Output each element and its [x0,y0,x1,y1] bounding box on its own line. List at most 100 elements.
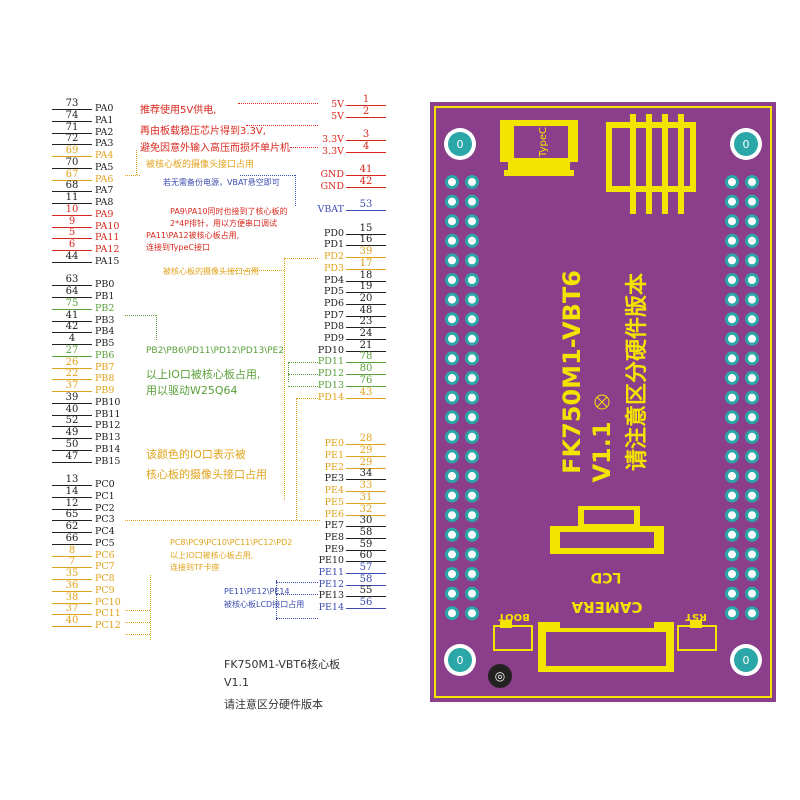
header-pad [725,606,739,621]
pin-number: 21 [359,339,373,351]
header-pad [745,449,759,464]
header-pad [745,253,759,268]
header-pad [465,253,479,268]
pin-name: PE6 [324,508,344,520]
pin-name: PE8 [324,531,344,543]
pin-name: PC7 [95,561,115,573]
header-pad [445,567,459,581]
pin-number: 19 [359,281,373,293]
pin-name: PD0 [323,227,344,239]
pin-name: PB2 [95,302,115,314]
pin-number: 36 [65,579,79,591]
header-pad [745,469,759,483]
pin-number: 73 [65,98,79,109]
pin-number: 55 [359,585,373,597]
pin-name: PC3 [95,514,115,526]
pin-name: PE13 [318,590,344,602]
annotation-note: 用以驱动W25Q64 [146,384,238,397]
pin-name: PC5 [95,537,115,549]
annotation-note: PB2\PB6\PD11\PD12\PD13\PE2 [146,346,285,356]
pin-number: 63 [65,274,79,286]
pin-number: 70 [65,156,79,168]
pin-number: 59 [359,538,373,550]
header-pad [745,606,759,621]
pin-name: PA11 [95,232,120,244]
header-pad [745,292,759,307]
header-pad [745,371,759,385]
boot-button: BOOT [493,611,533,651]
pin-name: PA6 [95,173,114,185]
annotation-note: 连接到TypeC接口 [146,243,210,252]
header-pad [725,214,739,229]
pin-number: 6 [68,239,76,250]
pin-number: 7 [68,556,76,568]
pin-number: 1 [362,94,370,105]
annotation-note: 再由板载稳压芯片得到3.3V, [140,126,266,137]
header-pad [745,586,759,601]
pin-name: GND [320,180,344,192]
pin-name: PA5 [95,161,114,173]
left-pin-pa5: 70 PA5 [40,156,130,172]
pin-number: 49 [65,427,79,438]
pin-name: VBAT [317,204,344,216]
pin-number: 40 [65,403,79,415]
right-pin-vbat: VBAT 53 [300,199,390,215]
pin-number: 68 [65,180,79,192]
pin-name: PD9 [323,333,344,344]
pin-number: 29 [359,445,373,456]
header-pad [465,547,479,562]
pin-number: 35 [65,568,79,579]
board-outline [434,106,772,698]
pin-name: PB6 [95,349,115,361]
pin-number: 50 [65,438,79,450]
pin-number: 12 [65,497,79,509]
pin-name: PD2 [323,251,344,263]
header-pad [445,175,459,189]
pin-number: 52 [65,415,79,427]
camera-icon[interactable]: ◎ [488,664,512,688]
header-pad [725,233,739,248]
pin-number: 41 [359,164,373,176]
header-pad [445,233,459,248]
pin-name: PE14 [318,602,344,614]
header-pad [745,175,759,189]
header-pad [725,273,739,287]
header-pad [725,469,739,483]
mount-hole-mark: 0 [743,138,750,151]
board-pcb [430,102,776,702]
pin-number: 38 [65,591,79,603]
pin-name: PE4 [324,485,344,497]
rst-label: RST [685,611,707,622]
board-silkscreen-text: FK750M1-VBT6 V1.1 请注意区分硬件版本 [558,270,650,482]
annotation-note: 避免因意外输入高压而损坏单片机 [140,143,290,154]
annotation-note: 推荐使用5V供电, [140,105,217,116]
pin-number: 24 [359,328,373,339]
header-pad [725,547,739,562]
mount-hole: 0 [444,644,476,676]
pin-name: PA1 [95,114,114,126]
left-pin-pc9: 36 PC9 [40,579,130,595]
annotation-note: PA9\PA10同时也接到了核心板的 [170,207,288,216]
pin-number: 53 [359,199,373,211]
pin-name: PC9 [95,584,115,596]
pin-name: 5V [331,99,344,110]
header-pad [725,194,739,209]
pin-number: 8 [68,544,76,556]
header-pad [725,312,739,327]
header-pad [445,312,459,327]
